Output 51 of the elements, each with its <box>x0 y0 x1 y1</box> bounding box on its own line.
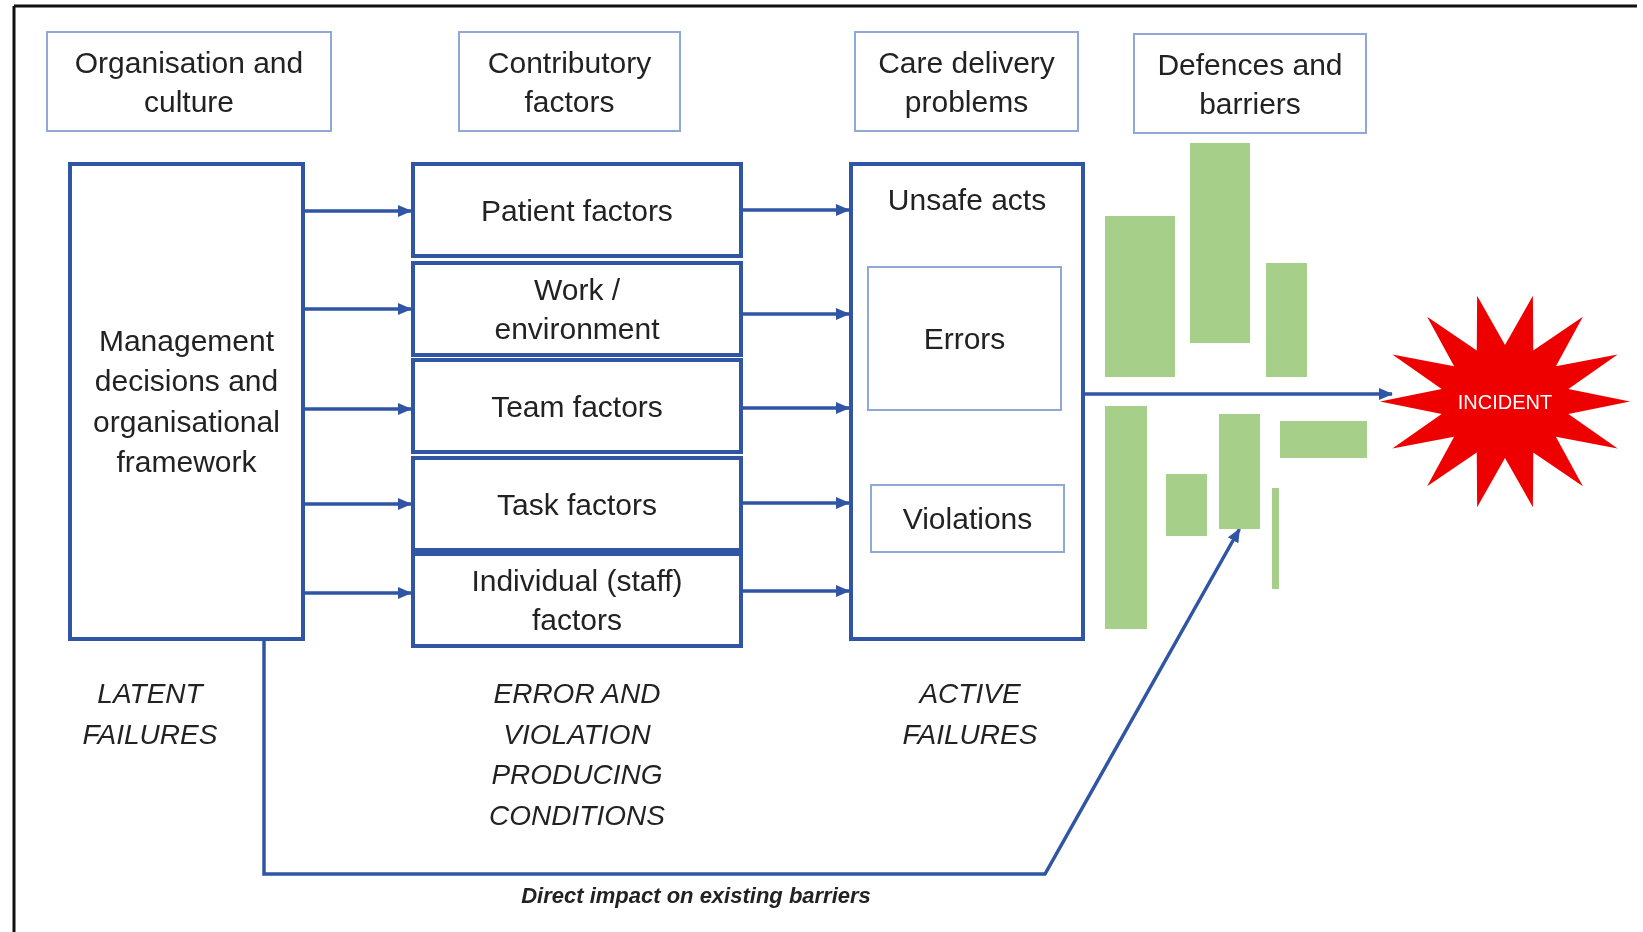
arrow <box>743 204 850 216</box>
node-text: Team factors <box>491 388 663 425</box>
process-box <box>867 266 1062 411</box>
process-box <box>68 162 305 641</box>
incident-starburst <box>1380 293 1630 510</box>
node-text: Task factors <box>496 486 658 523</box>
column-heading-box <box>1133 33 1367 134</box>
arrow <box>262 528 1242 876</box>
node-text: Work / environment <box>493 272 661 347</box>
node-text: Care delivery problems <box>877 44 1056 120</box>
node-text: Unsafe acts <box>887 182 1047 218</box>
process-box <box>411 456 743 552</box>
process-box <box>411 358 743 454</box>
column-heading-box <box>458 31 681 132</box>
arrow <box>743 497 850 509</box>
arrow <box>743 308 850 320</box>
node-text: INCIDENT <box>1457 389 1553 415</box>
barrier-bar <box>1105 406 1147 629</box>
process-box <box>849 162 1085 641</box>
failure-type-label: LATENT FAILURES <box>81 677 219 752</box>
node-text: Errors <box>923 321 1006 357</box>
node-text: Contributory factors <box>486 44 653 120</box>
arrow <box>305 303 412 315</box>
barrier-bar <box>1190 143 1250 343</box>
column-heading-box <box>854 31 1079 132</box>
node-text: Organisation and culture <box>73 44 305 120</box>
arrow <box>1085 388 1393 400</box>
node-text: Patient factors <box>481 192 673 229</box>
node-text: Management decisions and organisational framework <box>92 322 281 480</box>
arrow <box>305 498 412 510</box>
barrier-bar <box>1105 216 1175 377</box>
arrow <box>305 205 412 217</box>
barrier-bar <box>1166 474 1207 536</box>
process-box <box>411 261 743 357</box>
process-box <box>870 484 1065 553</box>
node-text: Violations <box>902 501 1033 537</box>
failure-type-label: ERROR AND VIOLATION PRODUCING CONDITIONS <box>488 677 666 833</box>
barrier-bar <box>1219 414 1260 529</box>
process-box <box>411 162 743 258</box>
node-text: Defences and barriers <box>1156 46 1344 122</box>
column-heading-box <box>46 31 332 132</box>
node-text: Individual (staff) factors <box>470 563 684 638</box>
barrier-bar <box>1272 488 1279 589</box>
failure-type-label: ACTIVE FAILURES <box>901 677 1039 752</box>
barrier-bar <box>1266 263 1307 377</box>
process-box <box>411 552 743 648</box>
barrier-bar <box>1280 421 1367 458</box>
arrow <box>743 402 850 414</box>
arrow <box>743 585 850 597</box>
arrow <box>305 587 412 599</box>
arrow <box>305 403 412 415</box>
